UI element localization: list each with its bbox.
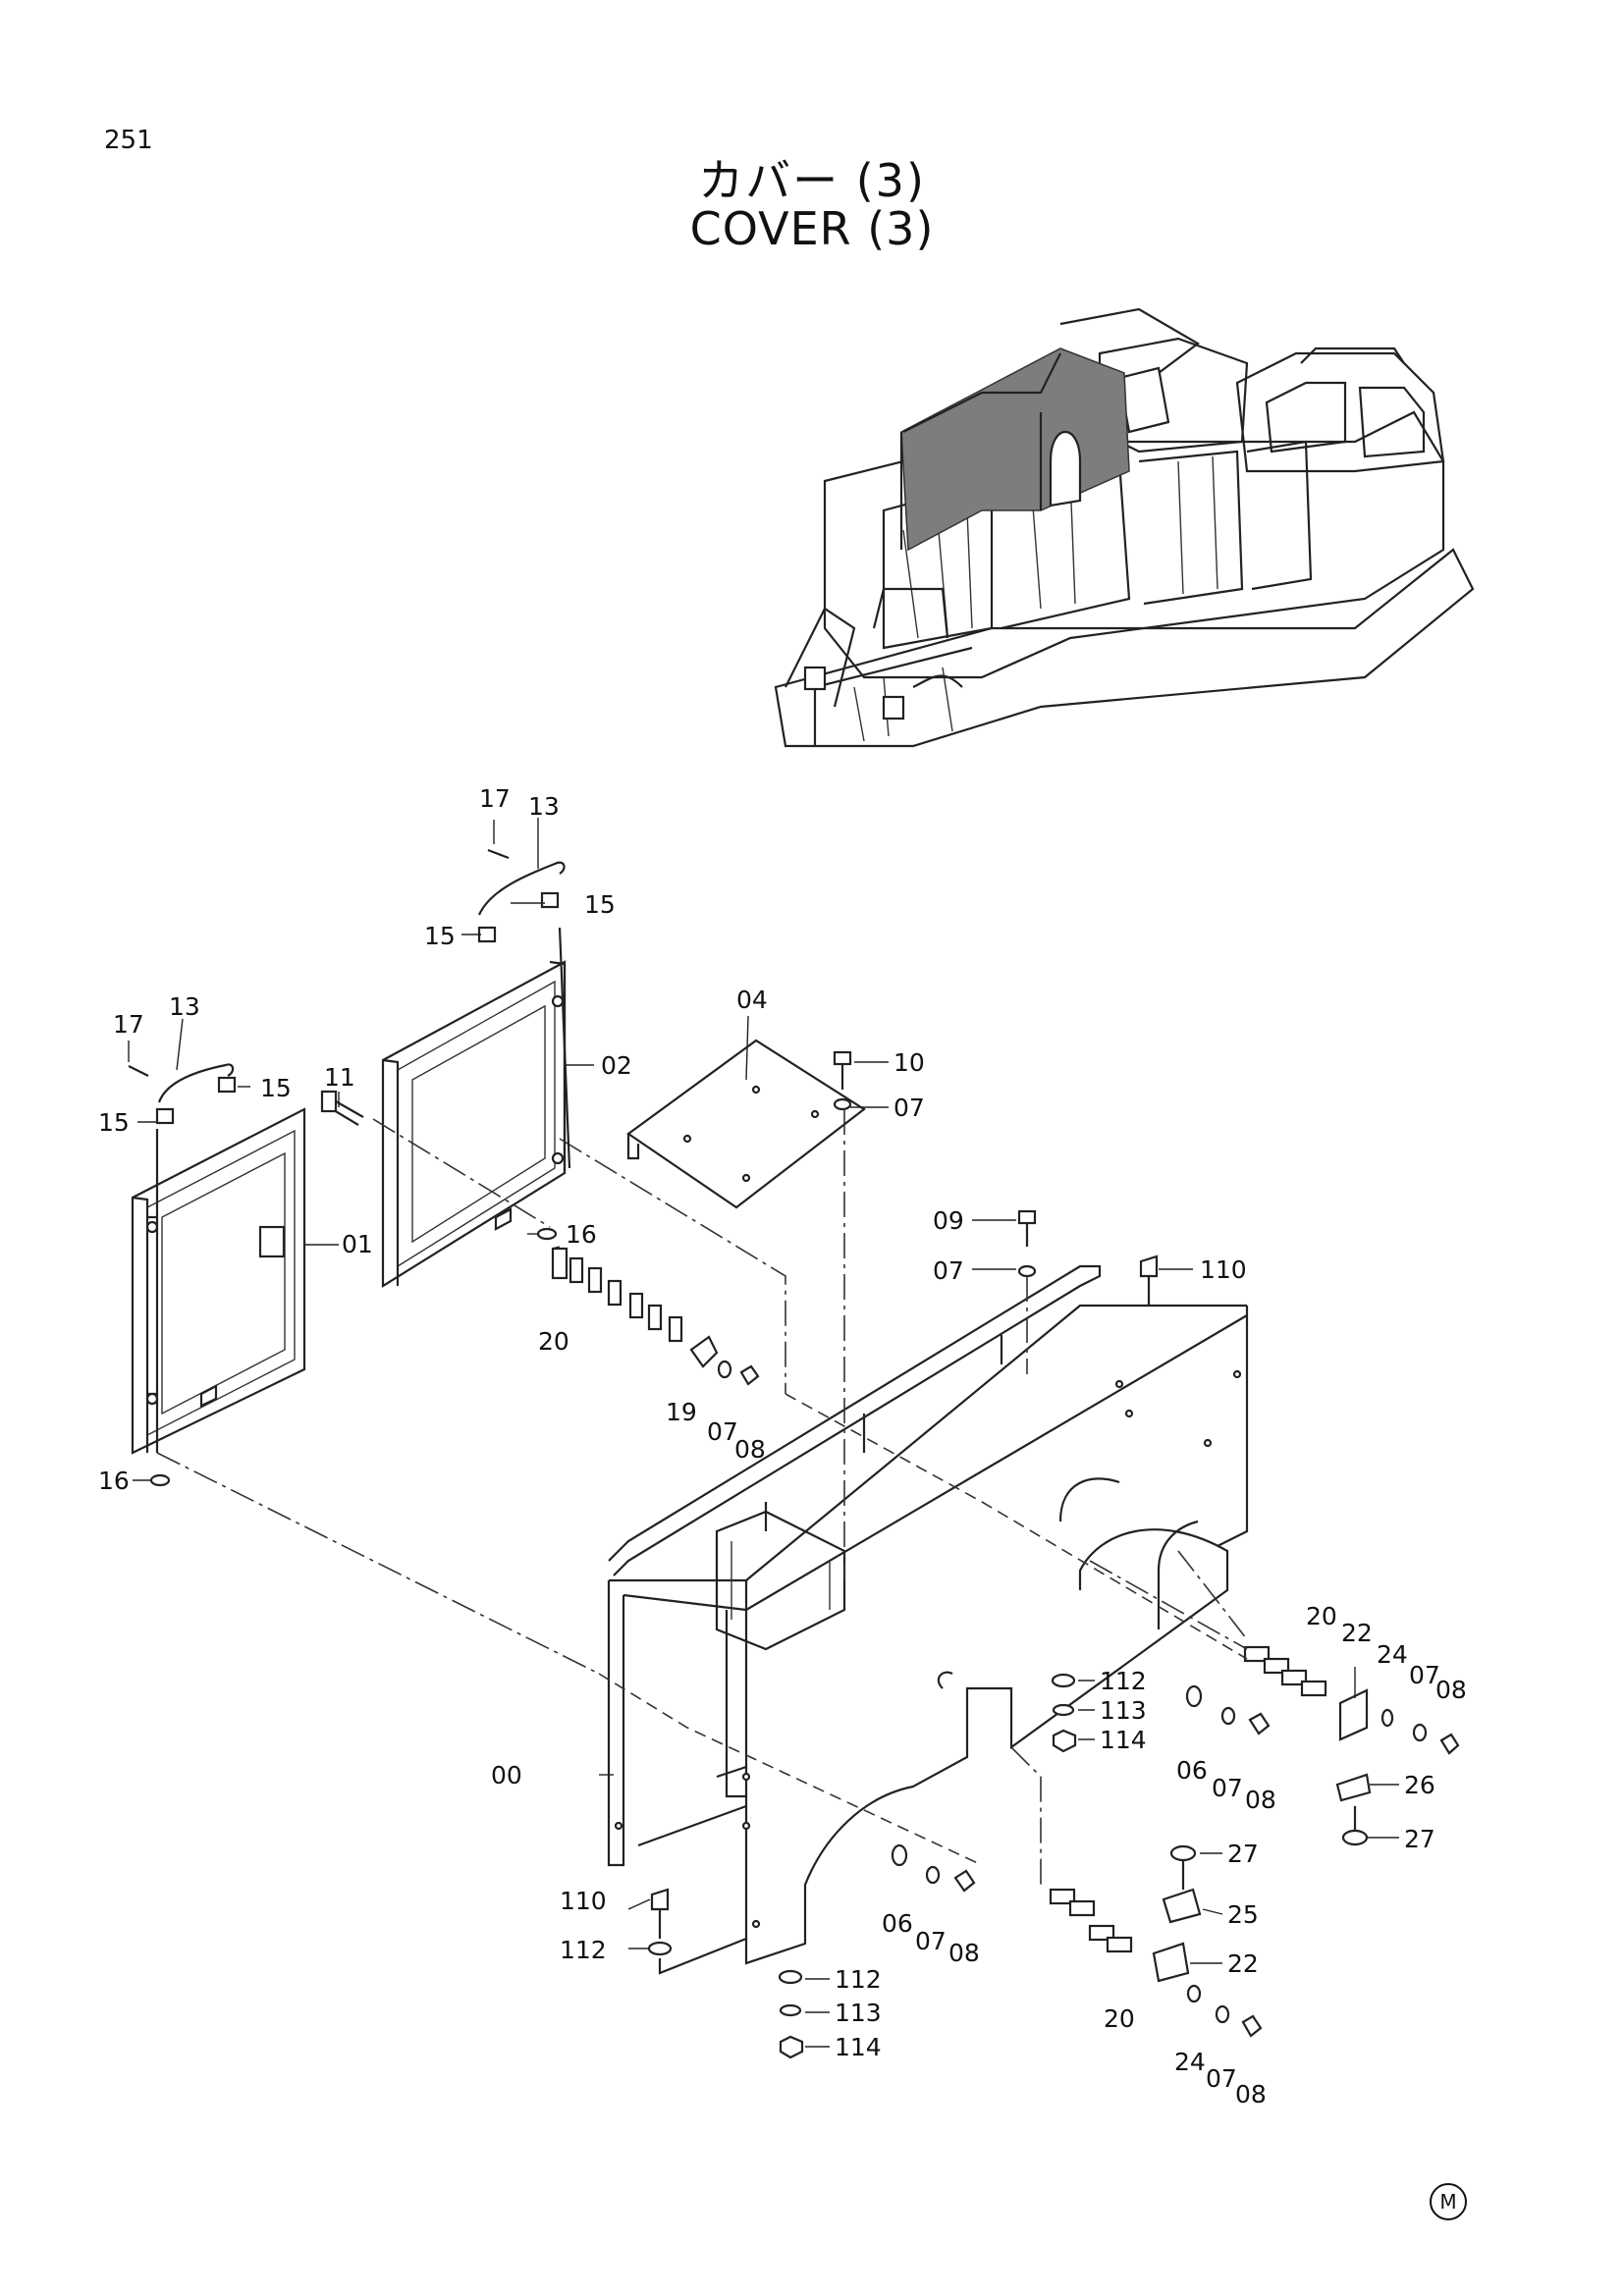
callout-08: 08 <box>1235 2080 1267 2109</box>
callout-17: 17 <box>479 784 511 813</box>
callout-06: 06 <box>882 1909 913 1938</box>
callout-20: 20 <box>538 1327 569 1356</box>
assembly-lines <box>155 927 1248 1975</box>
callout-114: 114 <box>1100 1726 1147 1754</box>
callout-15: 15 <box>584 890 616 919</box>
callout-08: 08 <box>734 1435 766 1464</box>
callout-07: 07 <box>1206 2064 1237 2093</box>
callout-01: 01 <box>342 1230 373 1258</box>
callout-13: 13 <box>169 992 200 1021</box>
callout-16: 16 <box>566 1220 597 1249</box>
callout-labels: 17 13 15 15 17 13 15 15 11 02 01 04 10 0… <box>98 784 1467 2109</box>
callout-25: 25 <box>1227 1900 1259 1929</box>
callout-112: 112 <box>835 1965 882 1994</box>
callout-17: 17 <box>113 1010 144 1039</box>
callout-08: 08 <box>948 1939 980 1967</box>
callout-24: 24 <box>1174 2048 1206 2076</box>
callout-15: 15 <box>98 1108 130 1137</box>
callout-113: 113 <box>1100 1696 1147 1725</box>
page-title-english: COVER (3) <box>689 202 935 255</box>
callout-07: 07 <box>707 1417 738 1446</box>
callout-09: 09 <box>933 1206 964 1235</box>
corner-mark: M <box>1430 2183 1467 2220</box>
callout-16: 16 <box>98 1467 130 1495</box>
callout-07: 07 <box>893 1094 925 1122</box>
callout-114: 114 <box>835 2033 882 2061</box>
callout-24: 24 <box>1377 1640 1408 1669</box>
main-cover-00-drawing <box>607 1264 1249 1965</box>
callout-27: 27 <box>1227 1840 1259 1868</box>
highlighted-cover <box>900 347 1130 552</box>
callout-110: 110 <box>560 1887 607 1915</box>
callout-11: 11 <box>324 1063 355 1092</box>
callout-27: 27 <box>1404 1825 1435 1853</box>
callout-20: 20 <box>1104 2004 1135 2033</box>
callout-22: 22 <box>1341 1619 1373 1647</box>
callout-07: 07 <box>915 1927 947 1955</box>
callout-19: 19 <box>666 1398 697 1426</box>
callout-110: 110 <box>1200 1255 1247 1284</box>
callout-07: 07 <box>1409 1661 1440 1689</box>
callout-13: 13 <box>528 792 560 821</box>
callout-02: 02 <box>601 1051 632 1080</box>
door-02-drawing <box>381 960 567 1288</box>
callout-112: 112 <box>1100 1667 1147 1695</box>
callout-10: 10 <box>893 1048 925 1077</box>
leader-lines <box>128 818 1399 2048</box>
callout-112: 112 <box>560 1936 607 1964</box>
callout-04: 04 <box>736 986 768 1014</box>
callout-07: 07 <box>933 1256 964 1285</box>
callout-22: 22 <box>1227 1949 1259 1978</box>
callout-08: 08 <box>1435 1676 1467 1704</box>
plate-04-drawing <box>626 1039 866 1209</box>
handles-and-fasteners <box>128 848 1460 2059</box>
callout-15: 15 <box>424 922 456 950</box>
page-title-japanese: カバー (3) <box>698 154 926 207</box>
callout-08: 08 <box>1245 1786 1276 1814</box>
callout-06: 06 <box>1176 1756 1208 1785</box>
callout-15: 15 <box>260 1074 292 1102</box>
door-01-drawing <box>131 1107 306 1455</box>
page-number: 251 <box>104 126 153 155</box>
callout-07: 07 <box>1212 1774 1243 1802</box>
machine-overview-drawing <box>774 307 1475 748</box>
callout-113: 113 <box>835 1999 882 2027</box>
callout-00: 00 <box>491 1761 522 1789</box>
callout-20: 20 <box>1306 1602 1337 1630</box>
callout-26: 26 <box>1404 1771 1435 1799</box>
